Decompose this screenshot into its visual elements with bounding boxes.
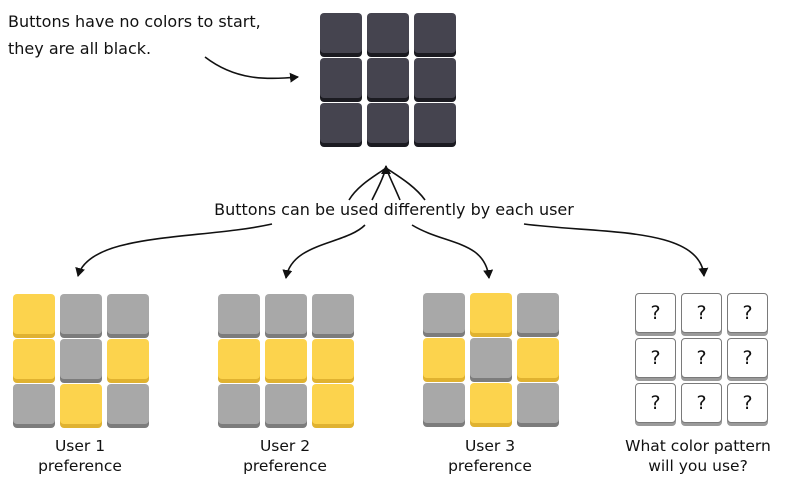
user-2-yellow-button-5[interactable]: [265, 339, 307, 379]
user-1-caption: User 1 preference: [0, 436, 160, 476]
initial-black-button-6[interactable]: [414, 58, 456, 98]
user-1-yellow-button-8[interactable]: [60, 384, 102, 424]
user-1-gray-button-2[interactable]: [60, 294, 102, 334]
user-3-yellow-button-8[interactable]: [470, 383, 512, 423]
initial-black-button-7[interactable]: [320, 103, 362, 143]
converge-curve-4: [385, 167, 426, 201]
initial-black-button-2[interactable]: [367, 13, 409, 53]
user-3-gray-button-9[interactable]: [517, 383, 559, 423]
user-3-gray-button-7[interactable]: [423, 383, 465, 423]
question-mark-label: ?: [650, 392, 661, 414]
user-2-gray-button-8[interactable]: [265, 384, 307, 424]
initial-button-grid: [320, 13, 456, 143]
user-4-white-button-2[interactable]: ?: [681, 293, 722, 333]
note-to-grid-arrow: [204, 56, 299, 83]
initial-black-button-9[interactable]: [414, 103, 456, 143]
your-pattern-caption-line-1: What color pattern: [625, 437, 771, 455]
question-mark-label: ?: [650, 302, 661, 324]
arrow-to-user-1: [75, 223, 273, 277]
top-note: Buttons have no colors to start, they ar…: [8, 8, 261, 62]
user-4-white-button-7[interactable]: ?: [635, 383, 676, 423]
user-1-gray-button-9[interactable]: [107, 384, 149, 424]
question-mark-label: ?: [650, 347, 661, 369]
user-3-caption-line-2: preference: [448, 457, 532, 475]
user-1-gray-button-3[interactable]: [107, 294, 149, 334]
arrow-to-user-3: [411, 224, 494, 279]
user-3-gray-button-1[interactable]: [423, 293, 465, 333]
user-2-gray-button-1[interactable]: [218, 294, 260, 334]
user-2-caption: User 2 preference: [205, 436, 365, 476]
user-3-caption-line-1: User 3: [464, 437, 516, 455]
arrow-to-user-4: [523, 223, 709, 277]
user-1-yellow-button-6[interactable]: [107, 339, 149, 379]
user-4-white-button-6[interactable]: ?: [727, 338, 768, 378]
top-note-line-2: they are all black.: [8, 39, 152, 58]
top-note-line-1: Buttons have no colors to start,: [8, 12, 261, 31]
user-4-white-button-4[interactable]: ?: [635, 338, 676, 378]
user-2-yellow-button-4[interactable]: [218, 339, 260, 379]
question-mark-label: ?: [742, 302, 753, 324]
user-1-yellow-button-1[interactable]: [13, 294, 55, 334]
question-mark-label: ?: [696, 347, 707, 369]
your-pattern-caption-line-2: will you use?: [648, 457, 748, 475]
user-3-yellow-button-6[interactable]: [517, 338, 559, 378]
arrow-to-user-2: [282, 224, 366, 279]
user-3-yellow-button-4[interactable]: [423, 338, 465, 378]
user-2-yellow-button-6[interactable]: [312, 339, 354, 379]
user-1-caption-line-1: User 1: [54, 437, 106, 455]
user-2-gray-button-3[interactable]: [312, 294, 354, 334]
initial-black-button-1[interactable]: [320, 13, 362, 53]
question-mark-label: ?: [696, 302, 707, 324]
initial-black-button-4[interactable]: [320, 58, 362, 98]
user-2-caption-line-1: User 2: [259, 437, 311, 455]
user-4-white-button-5[interactable]: ?: [681, 338, 722, 378]
initial-black-button-8[interactable]: [367, 103, 409, 143]
user-2-caption-line-2: preference: [243, 457, 327, 475]
user-3-gray-button-5[interactable]: [470, 338, 512, 378]
user-2-yellow-button-9[interactable]: [312, 384, 354, 424]
initial-black-button-5[interactable]: [367, 58, 409, 98]
center-label: Buttons can be used differently by each …: [214, 200, 574, 219]
user-3-caption: User 3 preference: [410, 436, 570, 476]
user-1-gray-button-7[interactable]: [13, 384, 55, 424]
your-button-grid[interactable]: ?????????: [635, 293, 768, 423]
user-4-white-button-3[interactable]: ?: [727, 293, 768, 333]
user-1-caption-line-2: preference: [38, 457, 122, 475]
user-1-button-grid: [13, 294, 149, 424]
user-2-gray-button-7[interactable]: [218, 384, 260, 424]
user-3-gray-button-3[interactable]: [517, 293, 559, 333]
user-1-yellow-button-4[interactable]: [13, 339, 55, 379]
question-mark-label: ?: [742, 392, 753, 414]
user-2-gray-button-2[interactable]: [265, 294, 307, 334]
user-4-white-button-9[interactable]: ?: [727, 383, 768, 423]
user-4-white-button-1[interactable]: ?: [635, 293, 676, 333]
user-1-gray-button-5[interactable]: [60, 339, 102, 379]
question-mark-label: ?: [742, 347, 753, 369]
question-mark-label: ?: [696, 392, 707, 414]
user-4-white-button-8[interactable]: ?: [681, 383, 722, 423]
initial-black-button-3[interactable]: [414, 13, 456, 53]
your-pattern-caption: What color pattern will you use?: [610, 436, 786, 476]
user-3-yellow-button-2[interactable]: [470, 293, 512, 333]
user-2-button-grid: [218, 294, 354, 424]
user-3-button-grid: [423, 293, 559, 423]
